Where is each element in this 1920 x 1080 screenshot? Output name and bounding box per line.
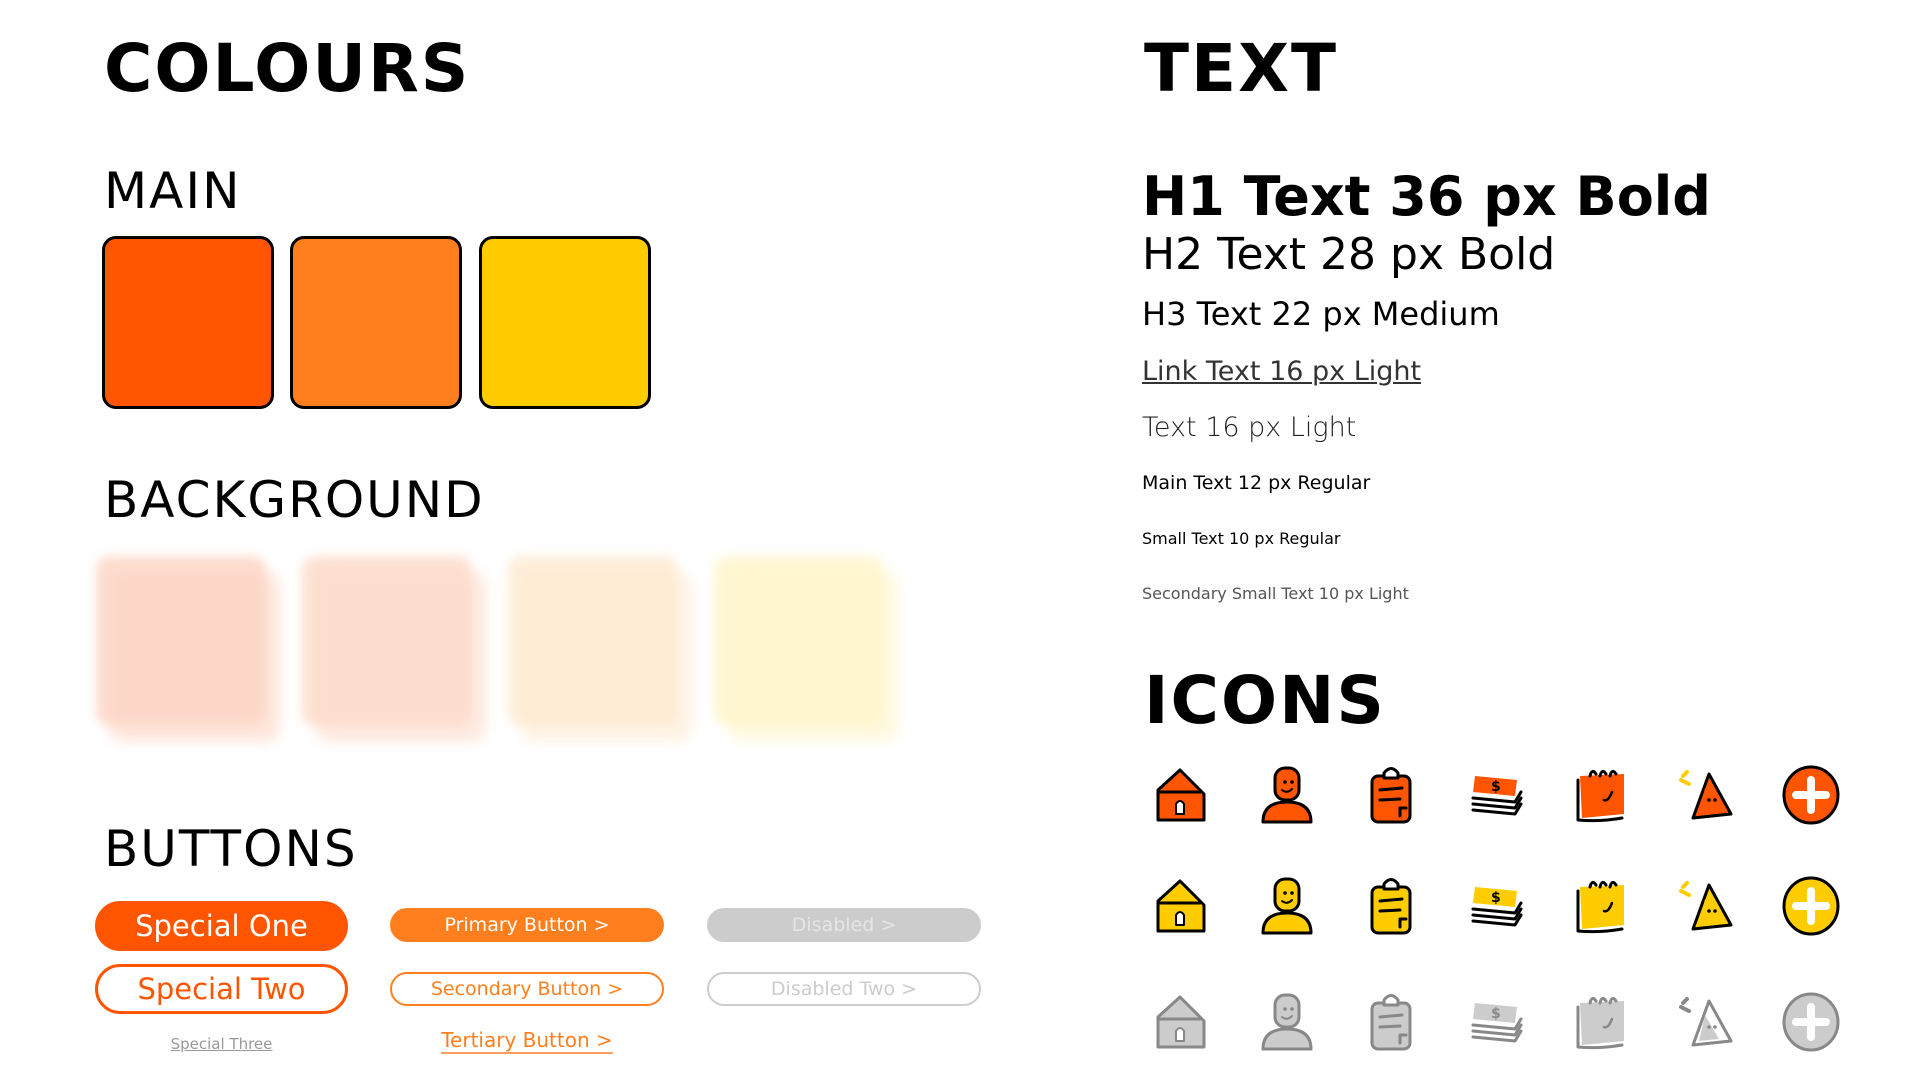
notepad-icon — [1570, 991, 1632, 1053]
h2-sample: H2 Text 28 px Bold — [1142, 229, 1556, 280]
user-icon — [1255, 991, 1317, 1053]
home-icon — [1150, 991, 1212, 1053]
main-swatch-3 — [479, 236, 651, 409]
notepad-icon — [1570, 764, 1632, 826]
h3-sample: H3 Text 22 px Medium — [1142, 295, 1500, 333]
clipboard-icon — [1360, 875, 1422, 937]
primary-button[interactable]: Primary Button > — [390, 908, 664, 942]
background-label: BACKGROUND — [104, 471, 485, 529]
clipboard-icon — [1360, 764, 1422, 826]
plus-circle-icon — [1780, 875, 1842, 937]
colours-title: COLOURS — [104, 30, 471, 107]
svg-text:$: $ — [1491, 1006, 1501, 1022]
home-icon — [1150, 875, 1212, 937]
disabled-two-button[interactable]: Disabled Two > — [707, 972, 981, 1006]
special-three-link[interactable]: Special Three — [170, 1035, 273, 1053]
main-text-sample: Main Text 12 px Regular — [1142, 472, 1371, 494]
background-swatch-1 — [96, 556, 266, 726]
icons-title: ICONS — [1144, 662, 1386, 739]
user-icon — [1255, 875, 1317, 937]
money-icon: $ — [1465, 875, 1527, 937]
tertiary-button-label: Tertiary Button > — [441, 1028, 613, 1054]
secondary-small-sample: Secondary Small Text 10 px Light — [1142, 584, 1409, 603]
user-icon — [1255, 764, 1317, 826]
svg-text:$: $ — [1491, 779, 1501, 795]
body-sample: Text 16 px Light — [1142, 412, 1357, 443]
plus-circle-icon — [1780, 764, 1842, 826]
background-swatch-4 — [714, 556, 884, 726]
tertiary-button[interactable]: Tertiary Button > — [390, 1027, 664, 1055]
plus-circle-icon — [1780, 991, 1842, 1053]
special-one-button[interactable]: Special One — [95, 901, 348, 951]
main-label: MAIN — [104, 162, 242, 220]
warning-icon — [1675, 764, 1737, 826]
money-icon: $ — [1465, 764, 1527, 826]
warning-icon — [1675, 991, 1737, 1053]
home-icon — [1150, 764, 1212, 826]
h1-sample: H1 Text 36 px Bold — [1142, 165, 1711, 228]
background-swatch-3 — [508, 556, 678, 726]
disabled-button[interactable]: Disabled > — [707, 908, 981, 942]
small-text-sample: Small Text 10 px Regular — [1142, 529, 1341, 548]
clipboard-icon — [1360, 991, 1422, 1053]
link-sample[interactable]: Link Text 16 px Light — [1142, 356, 1422, 387]
svg-text:$: $ — [1491, 890, 1501, 906]
buttons-title: BUTTONS — [104, 820, 358, 878]
notepad-icon — [1570, 875, 1632, 937]
warning-icon — [1675, 875, 1737, 937]
special-two-button[interactable]: Special Two — [95, 964, 348, 1014]
main-swatch-1 — [102, 236, 274, 409]
background-swatch-2 — [302, 556, 472, 726]
main-swatch-2 — [290, 236, 462, 409]
money-icon: $ — [1465, 991, 1527, 1053]
secondary-button[interactable]: Secondary Button > — [390, 972, 664, 1006]
text-title: TEXT — [1144, 30, 1339, 107]
